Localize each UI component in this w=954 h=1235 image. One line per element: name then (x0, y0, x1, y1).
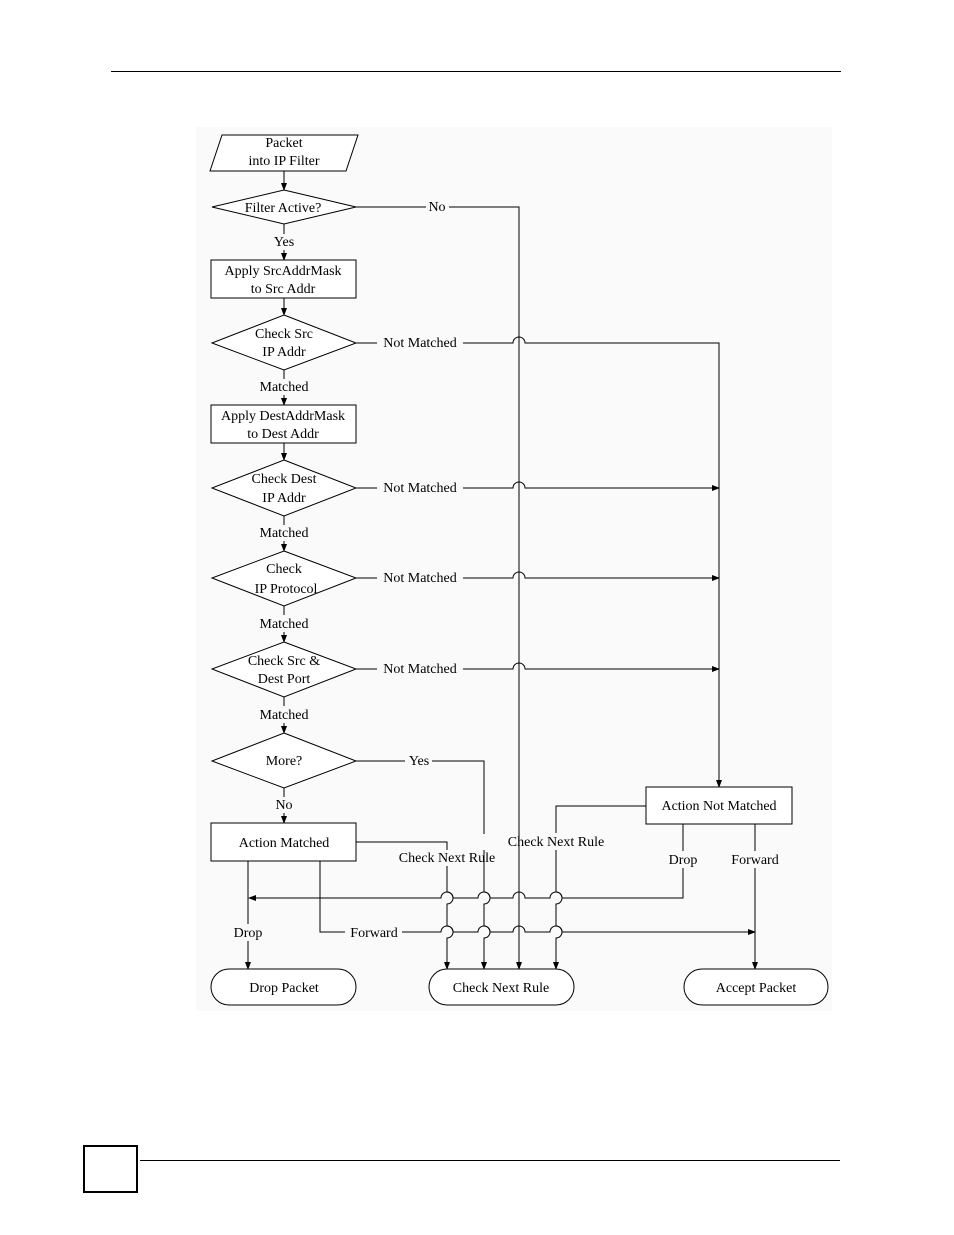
action-not-matched-process: Action Not Matched (645, 786, 793, 825)
label-check-next-rule-left: Check Next Rule (399, 851, 495, 866)
connectors (245, 171, 758, 970)
svg-text:to Dest Addr: to Dest Addr (247, 427, 319, 442)
label-forward-right: Forward (731, 853, 778, 868)
label-yes-filter: Yes (274, 235, 294, 250)
apply-src-mask-process: Apply SrcAddrMask to Src Addr (210, 259, 357, 299)
svg-text:Drop Packet: Drop Packet (249, 981, 319, 996)
label-check-next-rule-right: Check Next Rule (508, 835, 604, 850)
check-protocol-decision: Check IP Protocol (210, 550, 358, 607)
label-no-more: No (275, 798, 292, 813)
action-matched-process: Action Matched (210, 822, 357, 862)
label-drop-right: Drop (669, 853, 698, 868)
svg-text:Apply DestAddrMask: Apply DestAddrMask (221, 409, 345, 424)
drop-packet-terminal: Drop Packet (210, 968, 357, 1006)
apply-dest-mask-process: Apply DestAddrMask to Dest Addr (210, 404, 357, 444)
check-next-rule-terminal: Check Next Rule (428, 968, 575, 1006)
label-not-matched-src: Not Matched (383, 336, 456, 351)
svg-text:Filter Active?: Filter Active? (245, 201, 322, 216)
label-matched-ports: Matched (260, 708, 309, 723)
svg-text:into IP Filter: into IP Filter (248, 154, 319, 169)
svg-text:Action Not Matched: Action Not Matched (661, 799, 776, 814)
label-forward-left: Forward (350, 926, 397, 941)
filter-active-decision: Filter Active? (211, 189, 357, 225)
svg-text:Check Next Rule: Check Next Rule (453, 981, 549, 996)
svg-text:Check: Check (266, 562, 302, 577)
svg-text:Accept Packet: Accept Packet (716, 981, 797, 996)
check-dest-ip-decision: Check Dest IP Addr (210, 459, 358, 517)
label-not-matched-ports: Not Matched (383, 662, 456, 677)
svg-text:IP Protocol: IP Protocol (255, 582, 318, 597)
page-number-box (83, 1145, 138, 1193)
svg-text:to Src Addr: to Src Addr (251, 282, 316, 297)
svg-text:Check Dest: Check Dest (252, 472, 317, 487)
edge-labels: No Yes Matched Not Matched Matched Not M… (234, 200, 779, 941)
svg-text:Check Src &: Check Src & (248, 654, 320, 669)
svg-text:IP Addr: IP Addr (262, 491, 306, 506)
svg-text:IP Addr: IP Addr (262, 345, 306, 360)
label-matched-protocol: Matched (260, 617, 309, 632)
label-matched-src: Matched (260, 380, 309, 395)
accept-packet-terminal: Accept Packet (683, 968, 829, 1006)
label-yes-more: Yes (409, 754, 429, 769)
label-matched-dest: Matched (260, 526, 309, 541)
svg-text:Dest Port: Dest Port (258, 672, 311, 687)
svg-text:More?: More? (266, 754, 303, 769)
more-decision: More? (210, 732, 358, 789)
svg-text:Action Matched: Action Matched (239, 836, 330, 851)
label-drop-left: Drop (234, 926, 263, 941)
svg-text:Check Src: Check Src (255, 327, 313, 342)
svg-text:Packet: Packet (265, 136, 302, 151)
footer-rule (140, 1160, 840, 1161)
check-src-ip-decision: Check Src IP Addr (210, 314, 358, 371)
check-ports-decision: Check Src & Dest Port (210, 641, 358, 698)
label-not-matched-dest: Not Matched (383, 481, 456, 496)
svg-text:Apply SrcAddrMask: Apply SrcAddrMask (224, 264, 341, 279)
start-node: Packet into IP Filter (209, 134, 359, 172)
label-not-matched-protocol: Not Matched (383, 571, 456, 586)
header-rule (111, 71, 841, 72)
label-no-filter: No (428, 200, 445, 215)
